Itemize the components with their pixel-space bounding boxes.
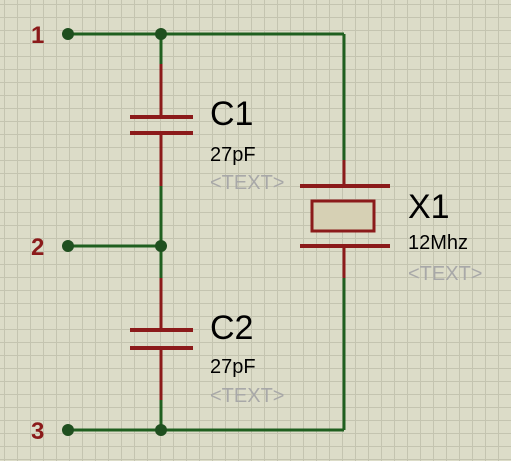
- pin-label-3: 3: [31, 418, 45, 445]
- terminal-dot-3[interactable]: [62, 424, 74, 436]
- c2-reference: C2: [210, 309, 254, 347]
- c1-text-placeholder: <TEXT>: [210, 172, 285, 194]
- pin-label-2: 2: [31, 234, 45, 261]
- capacitor-c1[interactable]: [130, 64, 193, 186]
- x1-text-placeholder: <TEXT>: [408, 263, 483, 285]
- junction-dot-top: [155, 28, 167, 40]
- pin-label-1: 1: [31, 22, 45, 49]
- c1-value: 27pF: [210, 144, 256, 166]
- junction-dot-bottom: [155, 424, 167, 436]
- capacitor-c2[interactable]: [130, 278, 193, 400]
- x1-reference: X1: [408, 188, 450, 226]
- junction-dot-middle: [155, 240, 167, 252]
- wires: [68, 32, 346, 432]
- c1-reference: C1: [210, 95, 254, 133]
- terminal-dot-1[interactable]: [62, 28, 74, 40]
- junctions: [62, 28, 167, 436]
- terminal-dot-2[interactable]: [62, 240, 74, 252]
- c2-text-placeholder: <TEXT>: [210, 385, 285, 407]
- x1-value: 12Mhz: [408, 232, 469, 254]
- crystal-x1[interactable]: [300, 160, 390, 278]
- c2-value: 27pF: [210, 356, 256, 378]
